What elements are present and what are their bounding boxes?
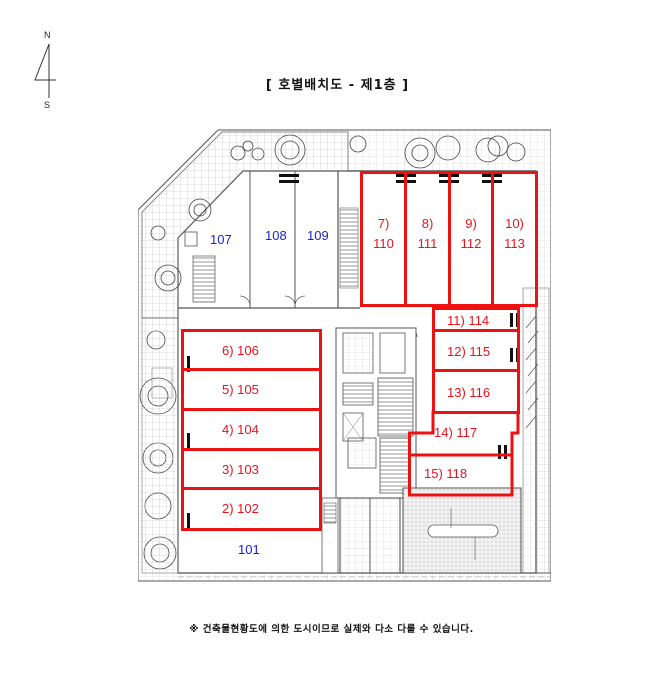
unit-index-9: 9)	[465, 216, 477, 231]
unit-label-102: 2) 102	[222, 501, 259, 516]
unit-label-112: 112	[460, 236, 482, 251]
unit-label-117: 14) 117	[434, 425, 478, 440]
unit-115[interactable]: 12) 115	[432, 329, 520, 372]
unit-117-118-outline	[408, 411, 520, 497]
unit-label-115: 12) 115	[447, 344, 491, 359]
floor-plan: 107 108 109 101 6) 106 5) 105 4) 104 3) …	[138, 128, 551, 583]
title-text: [ 호별배치도 - 제1층 ]	[265, 78, 410, 93]
unit-label-103: 3) 103	[222, 462, 259, 477]
unit-label-104: 4) 104	[222, 422, 259, 437]
unit-label-111: 111	[417, 236, 438, 251]
unit-116[interactable]: 13) 116	[432, 369, 520, 414]
unit-index-8: 8)	[421, 216, 434, 231]
compass-south-label: S	[44, 100, 51, 110]
unit-label-116: 13) 116	[447, 385, 491, 400]
north-arrow-icon	[34, 43, 56, 98]
unit-label-106: 6) 106	[222, 343, 259, 358]
unit-label-105: 5) 105	[222, 382, 259, 397]
unit-label-110: 110	[373, 236, 394, 251]
unit-label-118: 15) 118	[424, 466, 468, 481]
unit-index-10: 10)	[505, 216, 524, 231]
unit-label-114: 11) 114	[447, 313, 490, 328]
unit-103[interactable]: 3) 103	[181, 448, 322, 490]
footer-note: ※ 건축물현황도에 의한 도시이므로 실제와 다소 다를 수 있습니다.	[189, 624, 474, 635]
unit-118[interactable]: 15) 118	[410, 456, 510, 495]
unit-label-101: 101	[238, 542, 260, 557]
unit-105[interactable]: 5) 105	[181, 368, 322, 411]
unit-110[interactable]: 7) 110	[360, 171, 407, 307]
unit-117[interactable]: 14) 117	[410, 413, 520, 453]
unit-label-109: 109	[307, 228, 329, 243]
unit-111[interactable]: 8) 111	[404, 171, 451, 307]
compass: N S	[30, 30, 66, 112]
unit-106[interactable]: 6) 106	[181, 329, 322, 371]
floor-plan-drawing	[138, 129, 551, 582]
unit-label-108: 108	[265, 228, 287, 243]
unit-index-7: 7)	[377, 216, 390, 231]
unit-102[interactable]: 2) 102	[181, 487, 322, 531]
unit-113[interactable]: 10) 113	[491, 171, 538, 307]
unit-104[interactable]: 4) 104	[181, 408, 322, 451]
page-title: [ 호별배치도 - 제1층 ]	[0, 74, 663, 93]
unit-112[interactable]: 9) 112	[448, 171, 494, 307]
unit-label-107: 107	[210, 232, 232, 247]
compass-north-label: N	[44, 30, 51, 40]
unit-label-113: 113	[504, 236, 525, 251]
